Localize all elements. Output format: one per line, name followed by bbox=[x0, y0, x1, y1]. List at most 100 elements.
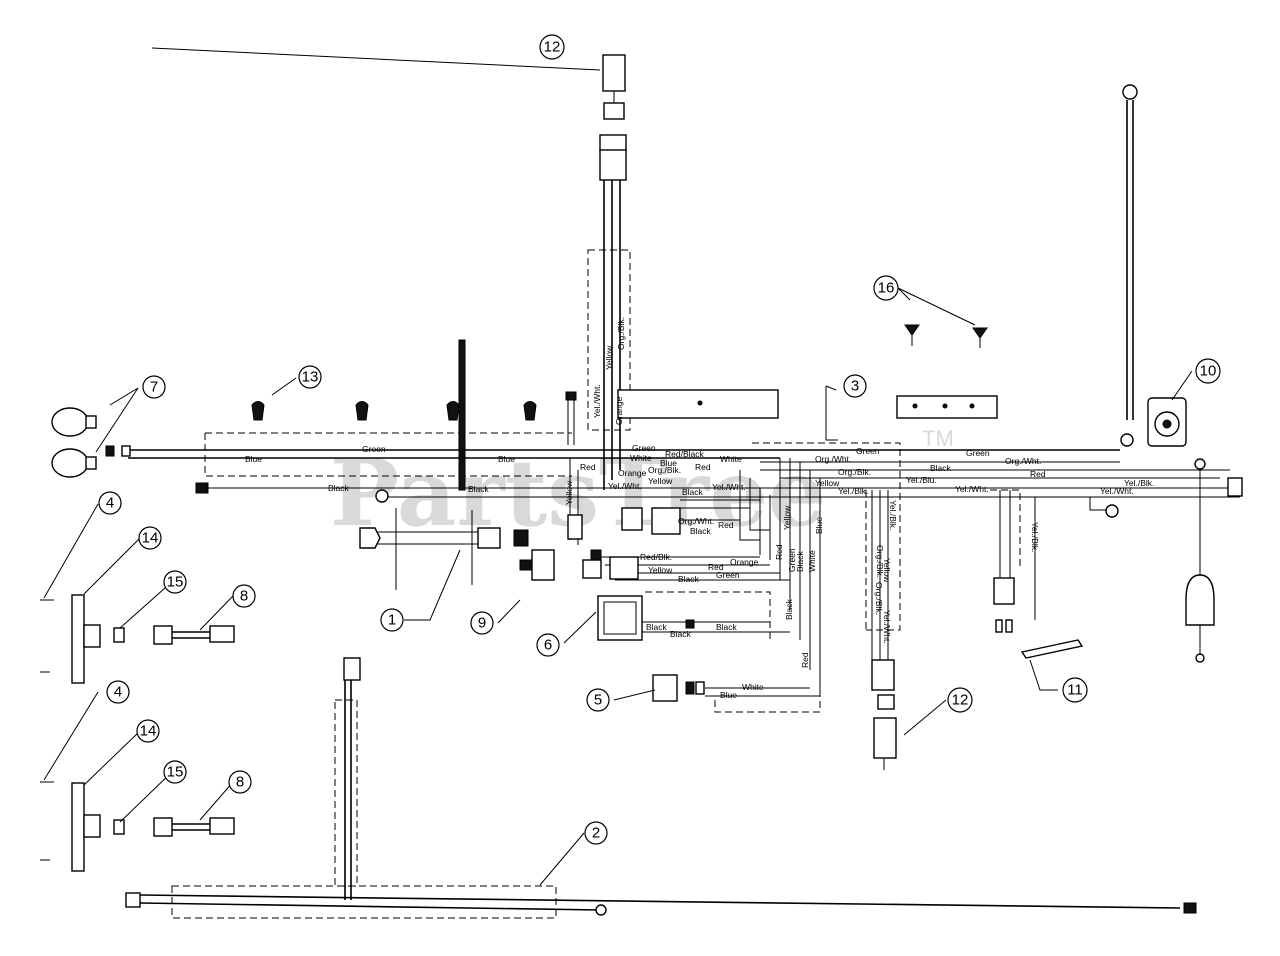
wire-label: Red bbox=[580, 462, 596, 472]
wire-label: Black bbox=[670, 629, 692, 639]
callout-number: 6 bbox=[544, 637, 552, 654]
rear-harness bbox=[125, 657, 1197, 919]
wire-label: Org./Wht. bbox=[815, 454, 851, 464]
push-rivets bbox=[904, 324, 988, 348]
wire-label: Blue bbox=[498, 454, 515, 464]
plug-bottom bbox=[873, 694, 897, 770]
callout-number: 4 bbox=[106, 495, 114, 512]
callout-6: 6 bbox=[536, 633, 560, 657]
callout-number: 9 bbox=[478, 615, 486, 632]
callout-number: 10 bbox=[1200, 363, 1217, 380]
callout-number: 7 bbox=[150, 379, 158, 396]
wire-label: White bbox=[807, 550, 817, 572]
callout-number: 13 bbox=[302, 369, 319, 386]
wire-label: Yellow bbox=[564, 480, 574, 505]
wire-label: Black bbox=[716, 622, 738, 632]
wire-label: Org./Wht. bbox=[678, 516, 714, 526]
wire-label: Yellow bbox=[882, 558, 892, 583]
wire-labels: Green Blue Blue Black Black Green Red/Bl… bbox=[245, 317, 1154, 700]
bracket bbox=[1020, 639, 1084, 659]
wire-label: Yel./Wht. bbox=[1100, 486, 1134, 496]
wire-label: Red bbox=[774, 544, 784, 560]
wire-label: Red/Blk. bbox=[640, 552, 672, 562]
wire-label: Green bbox=[856, 446, 880, 456]
callout-number: 15 bbox=[167, 574, 184, 591]
wire-label: Yel./Blk. bbox=[888, 500, 898, 530]
wire-clips bbox=[251, 391, 577, 445]
wire-label: Green bbox=[716, 570, 740, 580]
callout-15-lower: 15 bbox=[163, 760, 187, 784]
wire-label: Blue bbox=[814, 517, 824, 534]
wire-label: Red bbox=[695, 462, 711, 472]
wire-label: Yellow bbox=[782, 505, 792, 530]
callout-number: 12 bbox=[544, 39, 561, 56]
battery-cable bbox=[1120, 84, 1138, 447]
wire-label: Black bbox=[678, 574, 700, 584]
callout-10: 10 bbox=[1195, 358, 1221, 384]
wire-label: Orange bbox=[614, 396, 624, 425]
callout-2: 2 bbox=[584, 821, 608, 845]
wire-label: Yellow bbox=[815, 478, 840, 488]
callout-number: 3 bbox=[851, 378, 859, 395]
callout-12-top: 12 bbox=[539, 34, 565, 60]
callout-13: 13 bbox=[298, 365, 322, 389]
wire-label: Org./Blk. bbox=[616, 317, 626, 350]
callout-number: 14 bbox=[140, 723, 157, 740]
callout-4-upper: 4 bbox=[98, 491, 122, 515]
wire-label: Black bbox=[328, 483, 350, 493]
callout-number: 11 bbox=[1067, 682, 1083, 699]
callout-number: 2 bbox=[592, 825, 600, 842]
callout-number: 14 bbox=[142, 530, 159, 547]
wire-label: Red bbox=[1030, 469, 1046, 479]
wire-label: Green bbox=[362, 444, 386, 454]
callout-4-lower: 4 bbox=[106, 680, 130, 704]
wire-label: Org./Blk. bbox=[875, 545, 885, 578]
wire-label: Black bbox=[784, 598, 794, 620]
wire-label: Org./Wht. bbox=[1005, 456, 1041, 466]
wire-label: Red bbox=[800, 652, 810, 668]
wire-label: Yel./Blk. bbox=[1030, 522, 1040, 552]
callout-8-upper: 8 bbox=[232, 584, 256, 608]
wire-label: Black bbox=[468, 484, 490, 494]
wire-label: Yel./Blk. bbox=[838, 486, 868, 496]
wire-label: Yel./Wht. bbox=[592, 384, 602, 418]
callout-number: 8 bbox=[236, 774, 244, 791]
solenoid bbox=[1147, 397, 1187, 447]
switch bbox=[519, 549, 602, 581]
wire-label: Org./Blk. bbox=[874, 582, 884, 615]
connector-cluster bbox=[567, 507, 681, 580]
callout-1: 1 bbox=[380, 608, 404, 632]
callout-number: 1 bbox=[388, 612, 396, 629]
wire-label: Red bbox=[718, 520, 734, 530]
harness-brackets bbox=[617, 389, 998, 419]
callout-number: 8 bbox=[240, 588, 248, 605]
wire-label: Yel./Wht. bbox=[955, 484, 989, 494]
callout-11: 11 bbox=[1062, 677, 1088, 703]
callout-number: 12 bbox=[952, 692, 969, 709]
wire-label: Blue bbox=[660, 458, 677, 468]
callout-8-lower: 8 bbox=[228, 770, 252, 794]
module bbox=[597, 595, 695, 641]
wire-label: Black bbox=[646, 622, 668, 632]
wire-label: White bbox=[720, 454, 742, 464]
plug-top bbox=[602, 54, 626, 120]
wire-label: Blue bbox=[245, 454, 262, 464]
callout-9: 9 bbox=[470, 611, 494, 635]
adapter-harness bbox=[359, 508, 529, 590]
callout-number: 4 bbox=[114, 684, 122, 701]
wire-label: Green bbox=[787, 548, 797, 572]
wire-label: Yel./Wht. bbox=[608, 481, 642, 491]
wire-label: Yel./Wht. bbox=[882, 610, 892, 644]
headlight-bulbs bbox=[51, 407, 131, 478]
watermark-trademark: TM bbox=[922, 426, 954, 451]
callout-14-upper: 14 bbox=[138, 526, 162, 550]
wire-label: White bbox=[630, 453, 652, 463]
wire-label: Blue bbox=[720, 690, 737, 700]
callout-5: 5 bbox=[586, 688, 610, 712]
wire-label: Red/Black bbox=[665, 449, 704, 459]
callout-3: 3 bbox=[843, 374, 867, 398]
callout-16: 16 bbox=[873, 275, 899, 301]
leader-lines bbox=[43, 47, 1193, 886]
callout-7: 7 bbox=[142, 375, 166, 399]
